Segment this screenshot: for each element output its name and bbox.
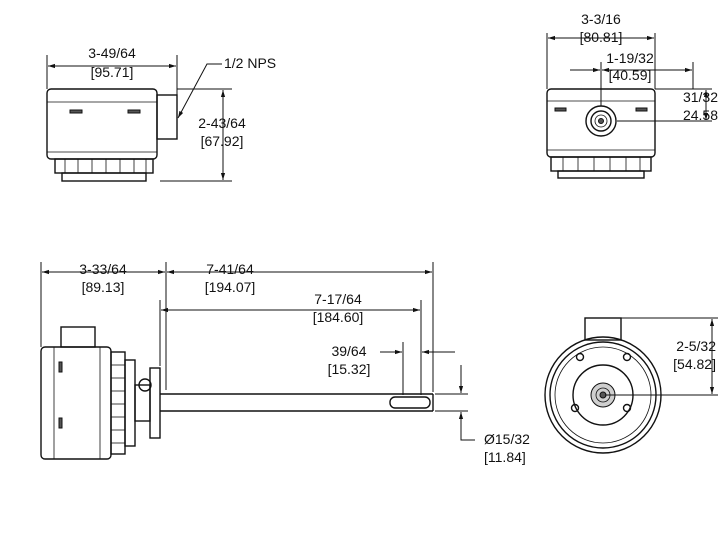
screw-slot — [69, 109, 83, 114]
top-right-vertical-label: 31/32 — [683, 89, 718, 105]
slot-label-mm: [15.32] — [328, 361, 371, 377]
top-left-width-label: 3-49/64 — [88, 45, 136, 61]
housing-body — [40, 346, 112, 460]
top-right-offset-label-mm: [40.59] — [609, 67, 652, 83]
top-right-view: 3-3/16 [80.81] 1-19/32 [40.59] 31/32 24.… — [546, 11, 718, 179]
side-body-label: 3-33/64 — [79, 261, 127, 277]
mounting-screw — [570, 403, 580, 413]
top-right-offset-label: 1-19/32 — [606, 50, 654, 66]
end-height-label-mm: [54.82] — [673, 356, 716, 372]
screw-slot — [127, 109, 141, 114]
top-right-width-label-mm: [80.81] — [580, 29, 623, 45]
diameter-label-mm: [11.84] — [484, 449, 526, 465]
mounting-screw — [622, 403, 632, 413]
top-right-width-label: 3-3/16 — [581, 11, 621, 27]
probe-total-label: 7-41/64 — [206, 261, 254, 277]
base-plate — [557, 170, 645, 179]
side-body-label-mm: [89.13] — [82, 279, 125, 295]
end-view: 2-5/32 [54.82] — [544, 317, 718, 454]
probe-label: 7-17/64 — [314, 291, 362, 307]
screw-slot — [58, 417, 63, 429]
slot-label: 39/64 — [331, 343, 366, 359]
probe-total-label-mm: [194.07] — [205, 279, 256, 295]
ribbed-flange — [110, 351, 126, 455]
screw-slot — [554, 107, 567, 112]
mounting-screw — [622, 352, 632, 362]
top-left-height-label: 2-43/64 — [198, 115, 246, 131]
side-view: 3-33/64 [89.13] 7-41/64 [194.07] 7-17/64… — [40, 261, 530, 465]
top-left-view: 3-49/64 [95.71] 1/2 NPS 2-43/64 [67.92] — [46, 45, 276, 182]
top-left-height-label-mm: [67.92] — [201, 133, 244, 149]
top-left-width-label-mm: [95.71] — [91, 64, 134, 80]
base-flange — [550, 156, 652, 172]
probe-label-mm: [184.60] — [313, 309, 364, 325]
mounting-flange — [149, 367, 161, 439]
thread-size-label: 1/2 NPS — [224, 55, 276, 71]
base-flange — [54, 158, 154, 174]
top-right-vertical-label-mm: 24.58 — [683, 107, 718, 123]
housing-body — [46, 88, 158, 160]
sensing-slot — [389, 396, 431, 409]
conduit-boss — [584, 317, 622, 341]
mounting-screw — [575, 352, 585, 362]
screw-slot — [635, 107, 648, 112]
conduit-boss — [156, 94, 178, 140]
end-height-label: 2-5/32 — [676, 338, 716, 354]
screw-slot — [58, 361, 63, 373]
conduit-boss — [60, 326, 96, 348]
base-plate — [61, 172, 147, 182]
base-plate — [124, 359, 136, 447]
diameter-label: Ø15/32 — [484, 431, 530, 447]
